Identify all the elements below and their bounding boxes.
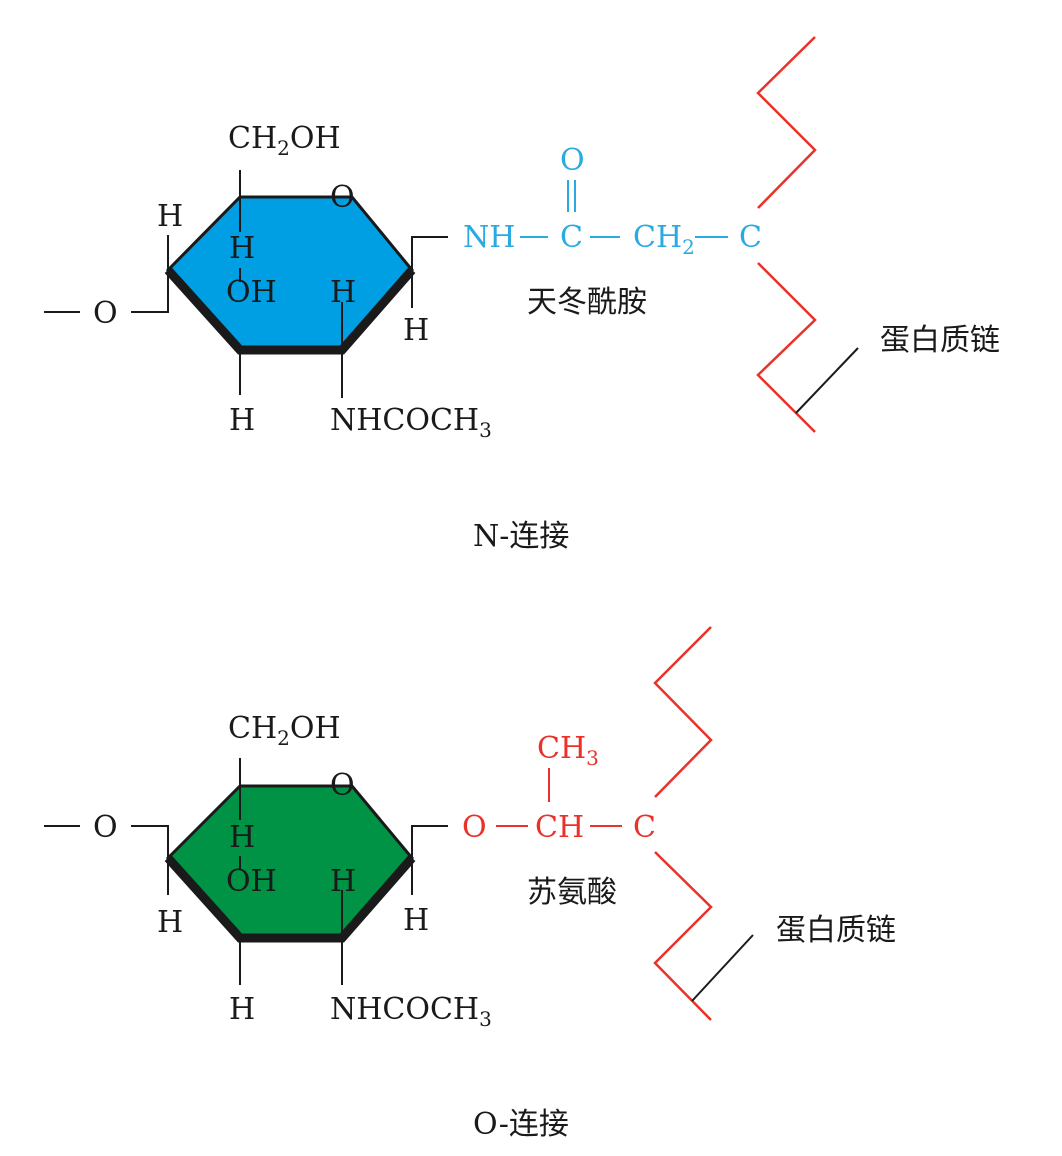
n-glycosidic-oxygen: O	[93, 296, 118, 331]
n-chain-label-leader	[795, 347, 859, 414]
n-sugar-bonds	[44, 170, 448, 398]
n-residue-bonds	[520, 180, 728, 238]
o-h-c5-down: H	[157, 905, 183, 940]
n-nh-label: NH	[463, 220, 515, 255]
o-ring-oxygen: O	[330, 768, 355, 803]
n-linkage-caption: N-连接	[473, 519, 569, 554]
n-h-c1: H	[403, 313, 429, 348]
o-ch-label: CH	[535, 810, 584, 845]
o-h-c2: H	[330, 864, 356, 899]
n-ch2-label: CH2	[633, 220, 695, 259]
n-h-c2: H	[330, 275, 356, 310]
o-ch3-label: CH3	[537, 731, 599, 770]
o-oh-c3: OH	[226, 864, 277, 899]
n-protein-chain	[756, 36, 817, 433]
n-h-bottom: H	[229, 403, 255, 438]
o-protein-chain	[653, 626, 713, 1021]
o-glycosidic-oxygen: O	[93, 810, 118, 845]
o-alpha-carbon: C	[633, 810, 656, 845]
o-ch2oh-label: CH2OH	[228, 711, 341, 750]
n-protein-chain-label: 蛋白质链	[880, 323, 1000, 358]
o-residue-bonds	[496, 768, 622, 827]
n-sugar-ring	[165, 195, 414, 352]
o-nhcoch3-label: NHCOCH3	[330, 992, 492, 1031]
n-nhcoch3-label: NHCOCH3	[330, 403, 492, 442]
o-h-c4: H	[229, 820, 255, 855]
o-linkage-caption: O-连接	[473, 1107, 569, 1142]
n-carbonyl-oxygen: O	[560, 143, 585, 178]
n-ch2oh-label: CH2OH	[228, 121, 341, 160]
n-h-c4: H	[229, 231, 255, 266]
o-h-bottom: H	[229, 992, 255, 1027]
o-sugar-bonds	[44, 758, 448, 985]
n-carbonyl-carbon: C	[560, 220, 583, 255]
o-chain-label-leader	[691, 934, 754, 1002]
o-linkage-panel: CH2OH O O H OH H H H H NHCOCH3 O CH CH3 …	[44, 626, 896, 1142]
n-linkage-panel: CH2OH O H H OH H H H NHCOCH3 O NH O C CH…	[44, 36, 1000, 554]
o-ring-thick-edge	[164, 854, 416, 943]
n-ring-thick-edge	[164, 266, 416, 355]
n-oh-c3: OH	[226, 275, 277, 310]
o-residue-oxygen: O	[462, 810, 487, 845]
o-h-c1: H	[403, 903, 429, 938]
o-protein-chain-label: 蛋白质链	[776, 913, 896, 948]
n-h-c5-up: H	[157, 199, 183, 234]
o-sugar-ring	[165, 784, 414, 940]
asparagine-label: 天冬酰胺	[527, 285, 647, 320]
threonine-label: 苏氨酸	[527, 875, 617, 910]
n-ring-oxygen: O	[330, 180, 355, 215]
n-alpha-carbon: C	[739, 220, 762, 255]
